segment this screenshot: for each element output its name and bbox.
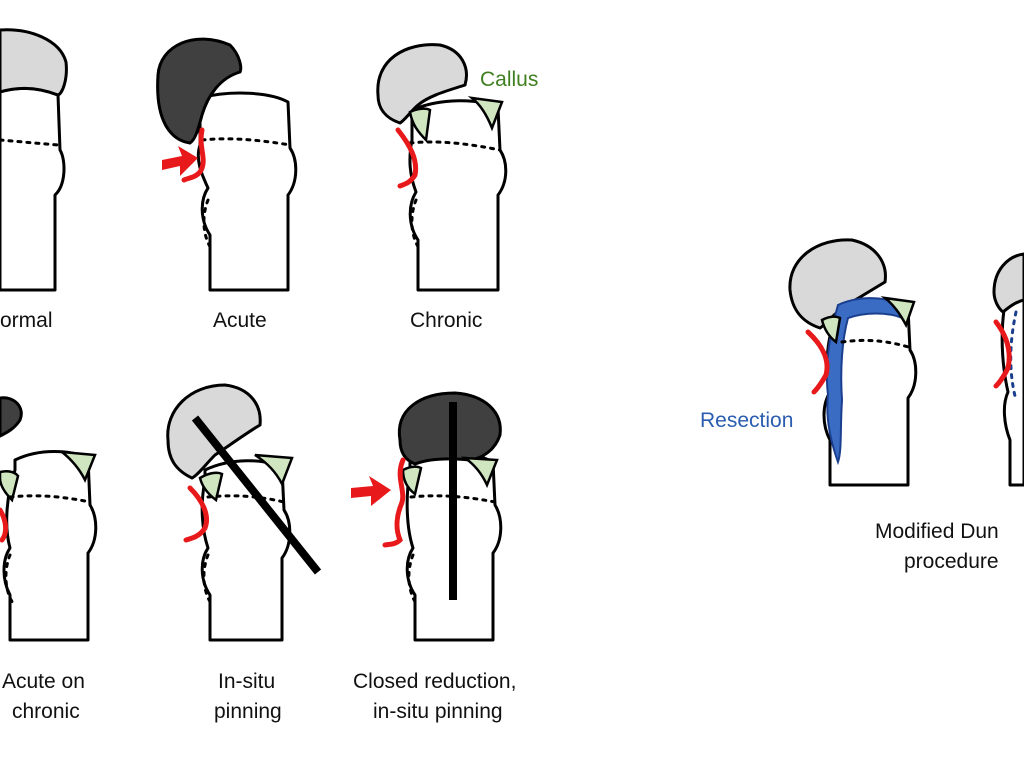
panel-label-chronic: Chronic (410, 309, 482, 332)
femoral-head (376, 43, 468, 125)
panel-label-in-situ-1: In-situ (218, 670, 275, 693)
physis-line (0, 138, 60, 147)
panel-label-acute-on-chronic-1: Acute on (2, 670, 85, 693)
callus-superior (460, 456, 499, 489)
panel-label-acute: Acute (213, 309, 267, 332)
callus-superior (254, 453, 294, 488)
retinacular-vessel (0, 507, 9, 543)
callus-inferior (401, 465, 423, 497)
callus-inferior (198, 471, 224, 503)
panel-label-modified-dunn-1: Modified Dun (875, 520, 999, 543)
panel-label-in-situ-2: pinning (214, 700, 282, 723)
panel-in-situ-pinning: In-situ pinning (166, 383, 322, 723)
panel-label-normal: ormal (0, 309, 53, 332)
femoral-head-displaced (156, 37, 243, 145)
red-arrow (162, 146, 198, 176)
retinacular-vessel (993, 319, 1012, 389)
femoral-head (166, 383, 262, 480)
callus-superior (57, 450, 97, 484)
metaphysis-dots (4, 553, 16, 607)
fixation-pin (191, 415, 322, 575)
resection-label: Resection (700, 409, 793, 432)
physis-line (8, 494, 92, 504)
panel-acute: Acute (156, 37, 298, 332)
panel-label-closed-reduction-1: Closed reduction, (353, 670, 516, 693)
retinacular-vessel (181, 127, 206, 183)
femoral-head (992, 252, 1024, 314)
femoral-head (788, 238, 887, 330)
physis-line (200, 137, 292, 147)
femoral-neck (196, 91, 298, 292)
retinacular-vessel (183, 485, 209, 543)
retinacular-vessel (395, 127, 419, 189)
physis-line (408, 140, 502, 152)
panel-chronic: Callus Chronic (376, 43, 538, 332)
metaphysis-dots (407, 553, 419, 607)
femoral-neck (0, 86, 66, 292)
callus-inferior (820, 315, 842, 345)
callus-superior (880, 296, 916, 329)
femoral-head (0, 28, 68, 97)
panel-closed-reduction: Closed reduction, in-situ pinning (351, 391, 516, 723)
metaphysis-dots (202, 198, 214, 252)
metaphysis-dots (202, 553, 214, 607)
callus-inferior (408, 107, 432, 143)
physis-line (840, 338, 914, 350)
panel-modified-dunn: Resection Modified Dun procedure (700, 238, 999, 573)
retinacular-vessel (805, 329, 830, 395)
metaphysis-dots (410, 198, 422, 252)
retinacular-vessel (382, 457, 406, 548)
panel-postop-partial (992, 252, 1024, 487)
panel-normal: ormal (0, 28, 68, 332)
panel-label-acute-on-chronic-2: chronic (12, 700, 80, 723)
callus-label: Callus (480, 68, 538, 91)
callus-inferior (0, 469, 20, 503)
callus-superior (467, 96, 504, 132)
panel-label-closed-reduction-2: in-situ pinning (373, 700, 503, 723)
panel-label-modified-dunn-2: procedure (904, 550, 999, 573)
femoral-head-displaced (0, 396, 23, 438)
panel-acute-on-chronic: Acute on chronic (0, 396, 98, 723)
red-arrow (351, 476, 391, 506)
physis-line (206, 494, 286, 504)
